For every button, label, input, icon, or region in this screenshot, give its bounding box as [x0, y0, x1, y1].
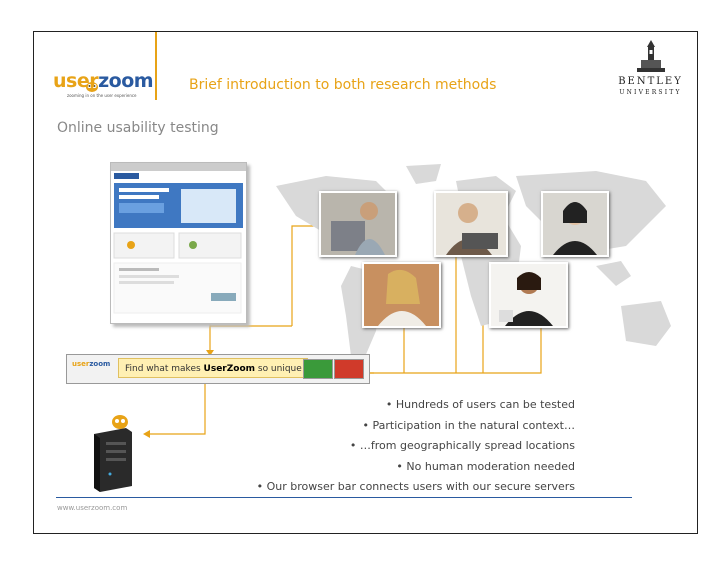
browser-bar-abandon-button[interactable]	[334, 359, 364, 379]
footer-url[interactable]: www.userzoom.com	[57, 504, 128, 512]
slide-title: Brief introduction to both research meth…	[189, 77, 497, 93]
browser-bar-logo: userzoom	[70, 358, 110, 378]
bullet-item: • Hundreds of users can be tested	[385, 398, 575, 411]
bullet-item: • Our browser bar connects users with ou…	[256, 480, 575, 493]
bullet-item: • …from geographically spread locations	[349, 439, 575, 452]
bullet-item: • No human moderation needed	[396, 459, 575, 473]
footer-divider	[56, 497, 632, 498]
server-icon	[94, 415, 132, 492]
bar-message-before: Find what makes	[125, 364, 204, 374]
partner-sub: UNIVERSITY	[619, 89, 682, 96]
user-photo-3	[541, 191, 609, 257]
logo-wordmark: userzoom	[53, 70, 154, 92]
browser-bar[interactable]: userzoom Find what makes UserZoom so uni…	[66, 354, 370, 384]
bar-message-after: so unique	[255, 364, 302, 374]
bullet-list: • Hundreds of users can be tested • Part…	[257, 395, 575, 498]
user-photo-2	[434, 191, 508, 257]
browser-bar-answer-button[interactable]	[303, 359, 333, 379]
partner-name: BENTLEY	[618, 76, 683, 87]
header-divider	[155, 32, 157, 100]
logo-suffix: zoom	[98, 70, 154, 92]
slide: userzoom zooming in on the user experien…	[33, 31, 698, 534]
section-subtitle: Online usability testing	[57, 120, 219, 136]
logo-prefix: user	[53, 70, 99, 92]
website-screenshot-image	[111, 163, 246, 314]
bar-logo-prefix: user	[72, 360, 90, 368]
bar-message-brand: UserZoom	[203, 364, 256, 374]
user-photo-1	[319, 191, 397, 257]
owl-icon	[86, 82, 98, 92]
bentley-logo: BENTLEY UNIVERSITY	[613, 40, 688, 100]
tower-icon	[637, 40, 665, 72]
user-photo-5	[489, 262, 568, 328]
logo-tagline: zooming in on the user experience	[67, 93, 137, 98]
bullet-item: • Participation in the natural context…	[362, 418, 576, 432]
bar-logo-suffix: zoom	[89, 360, 111, 368]
website-screenshot	[110, 162, 247, 324]
userzoom-logo[interactable]: userzoom zooming in on the user experien…	[53, 70, 173, 100]
server-image	[90, 412, 136, 492]
user-photo-4	[362, 262, 441, 328]
browser-bar-message: Find what makes UserZoom so unique	[118, 358, 308, 378]
